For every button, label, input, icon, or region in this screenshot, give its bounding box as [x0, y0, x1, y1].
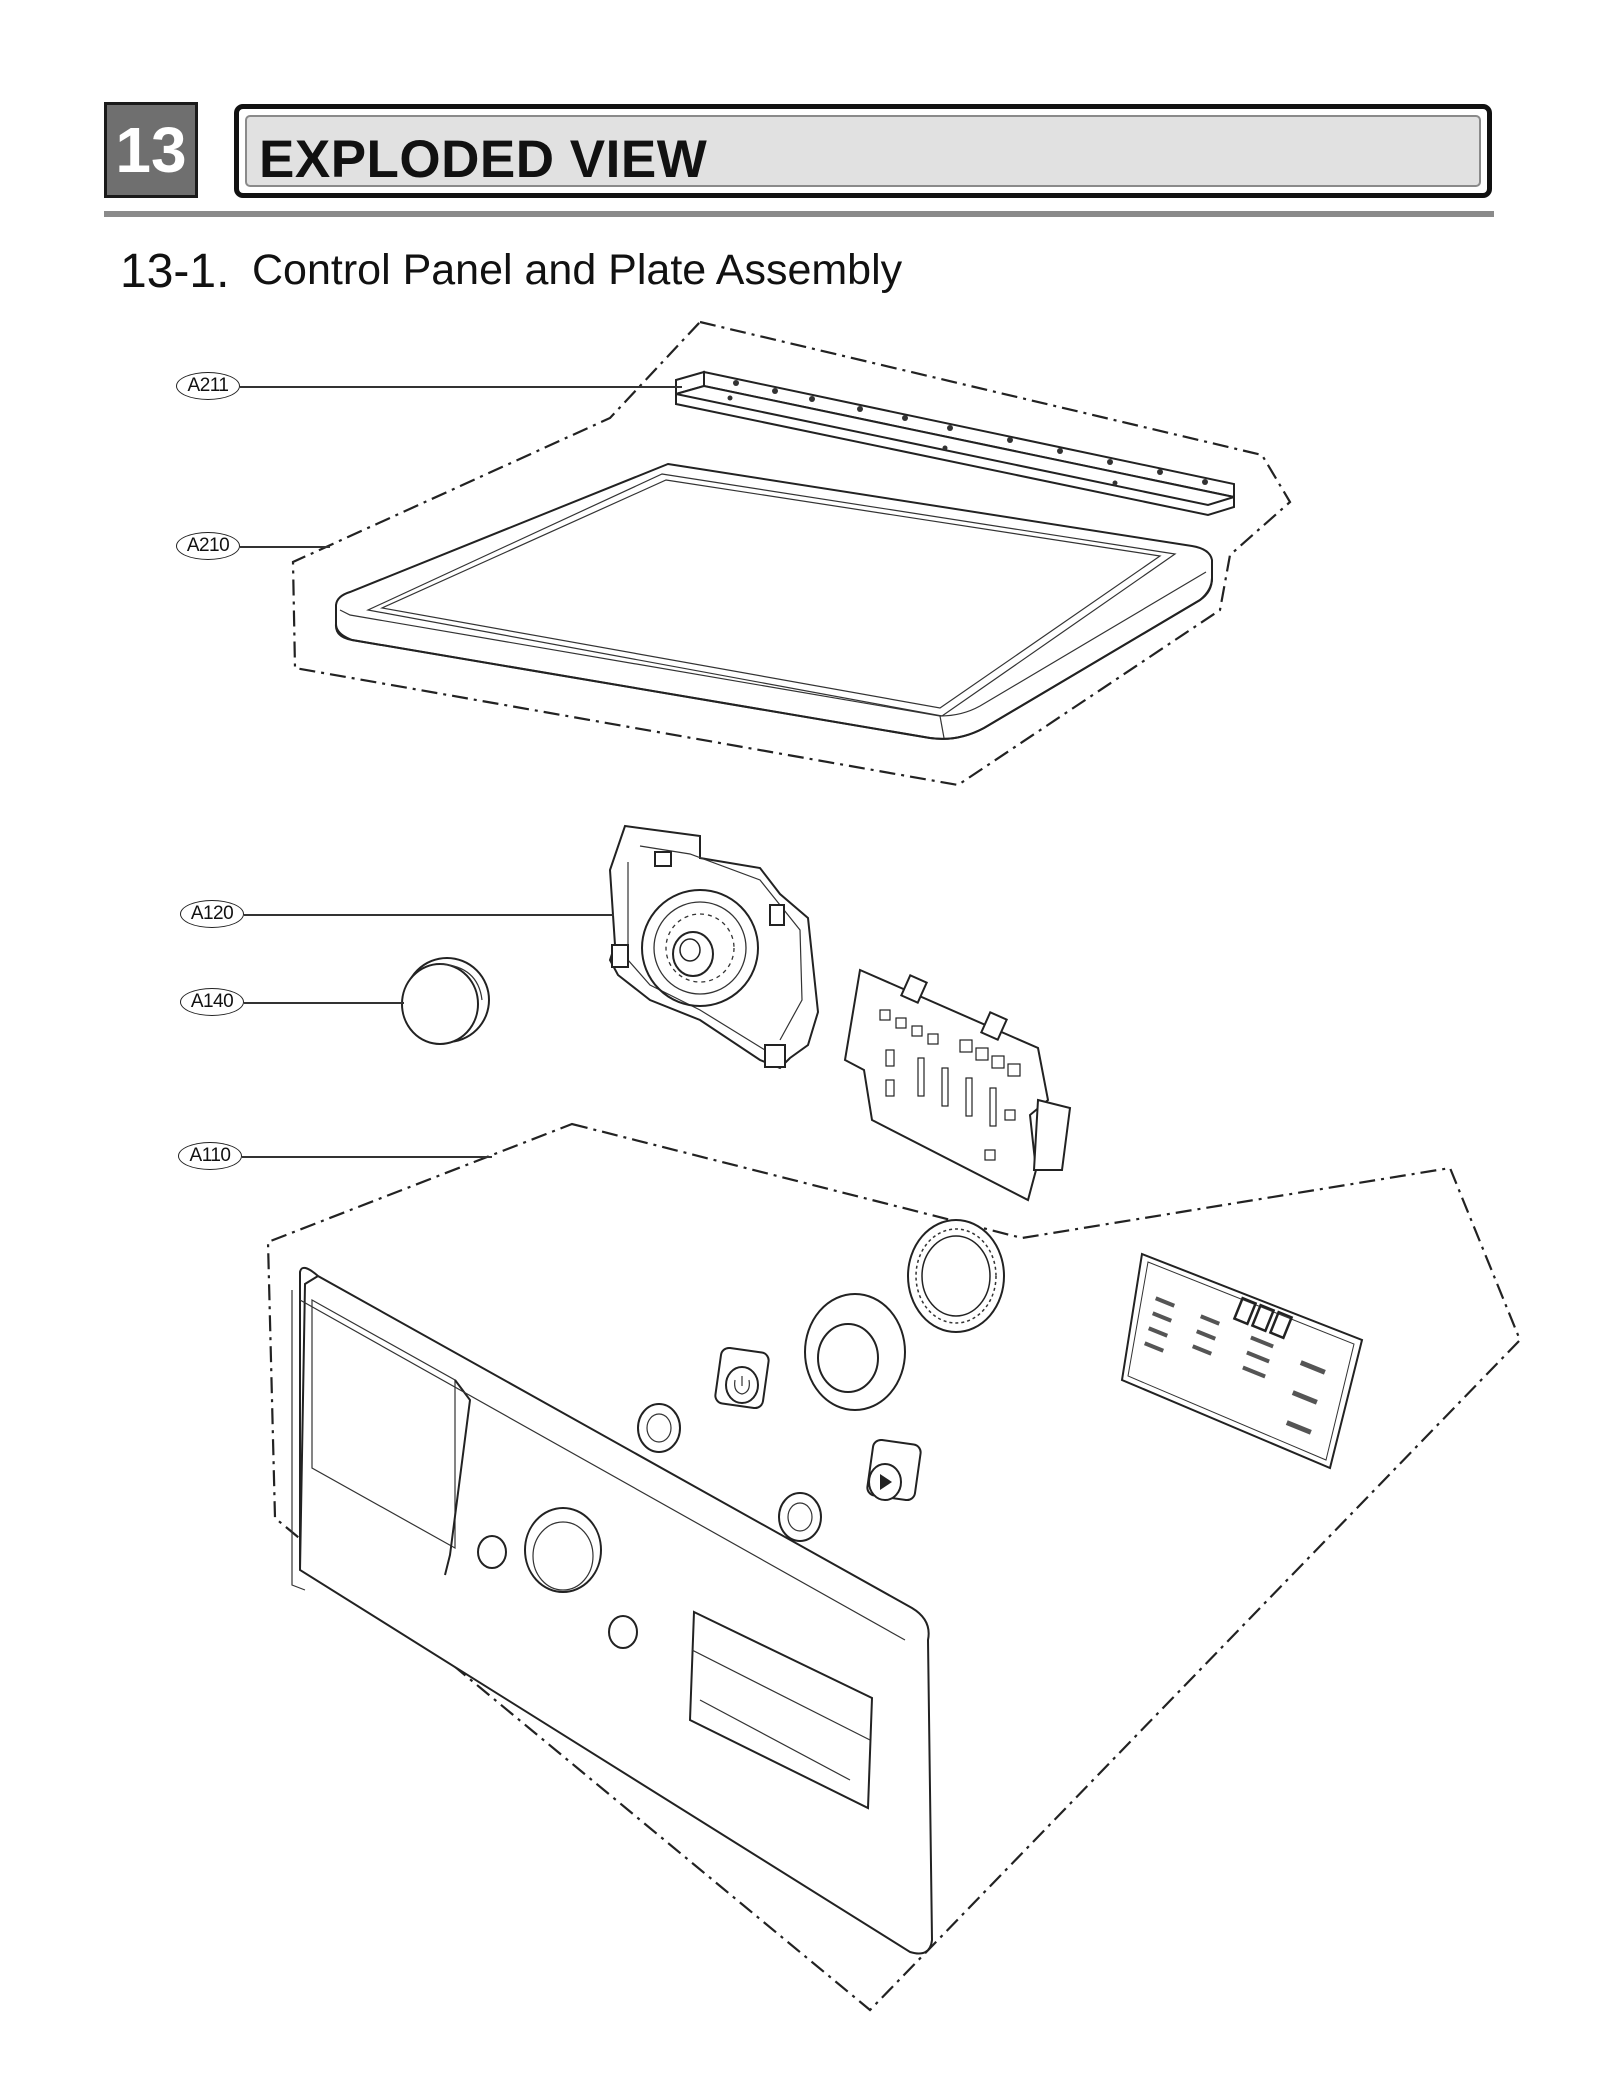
housing-a120-drawing [608, 824, 820, 1070]
dial-rings-drawing [804, 1219, 1005, 1411]
control-panel-boundary [266, 1122, 1522, 2012]
leader-line-a211 [240, 386, 682, 388]
callout-a211: A211 [176, 372, 240, 400]
bracket-a211-drawing [675, 370, 1235, 517]
knob-a140-drawing [401, 957, 490, 1045]
callout-a120: A120 [180, 900, 244, 928]
top-plate-boundary [291, 320, 1292, 787]
pcb-display-board-drawing [843, 968, 1072, 1202]
callout-a110: A110 [178, 1142, 242, 1170]
section-title: EXPLODED VIEW [259, 130, 708, 189]
callout-a140: A140 [180, 988, 244, 1016]
subsection-number: 13-1. [120, 245, 230, 298]
title-underline [104, 211, 1494, 217]
section-title-panel: EXPLODED VIEW [245, 115, 1481, 189]
leader-line-a140 [244, 1002, 404, 1004]
top-plate-group [291, 320, 1292, 787]
section-number-badge: 13 [104, 102, 198, 198]
panel-decal-drawing [1120, 1252, 1364, 1470]
panel-buttons-drawing [637, 1346, 922, 1542]
leader-line-a120 [244, 914, 614, 916]
leader-line-a110 [242, 1156, 492, 1158]
top-plate-a210-drawing [334, 462, 1213, 740]
control-panel-a110-drawing [291, 1266, 934, 1955]
section-title-box: EXPLODED VIEW [234, 104, 1492, 198]
callout-a210: A210 [176, 532, 240, 560]
leader-line-a210 [240, 546, 330, 548]
control-panel-group [266, 1122, 1522, 2012]
subsection-title: Control Panel and Plate Assembly [252, 246, 903, 294]
